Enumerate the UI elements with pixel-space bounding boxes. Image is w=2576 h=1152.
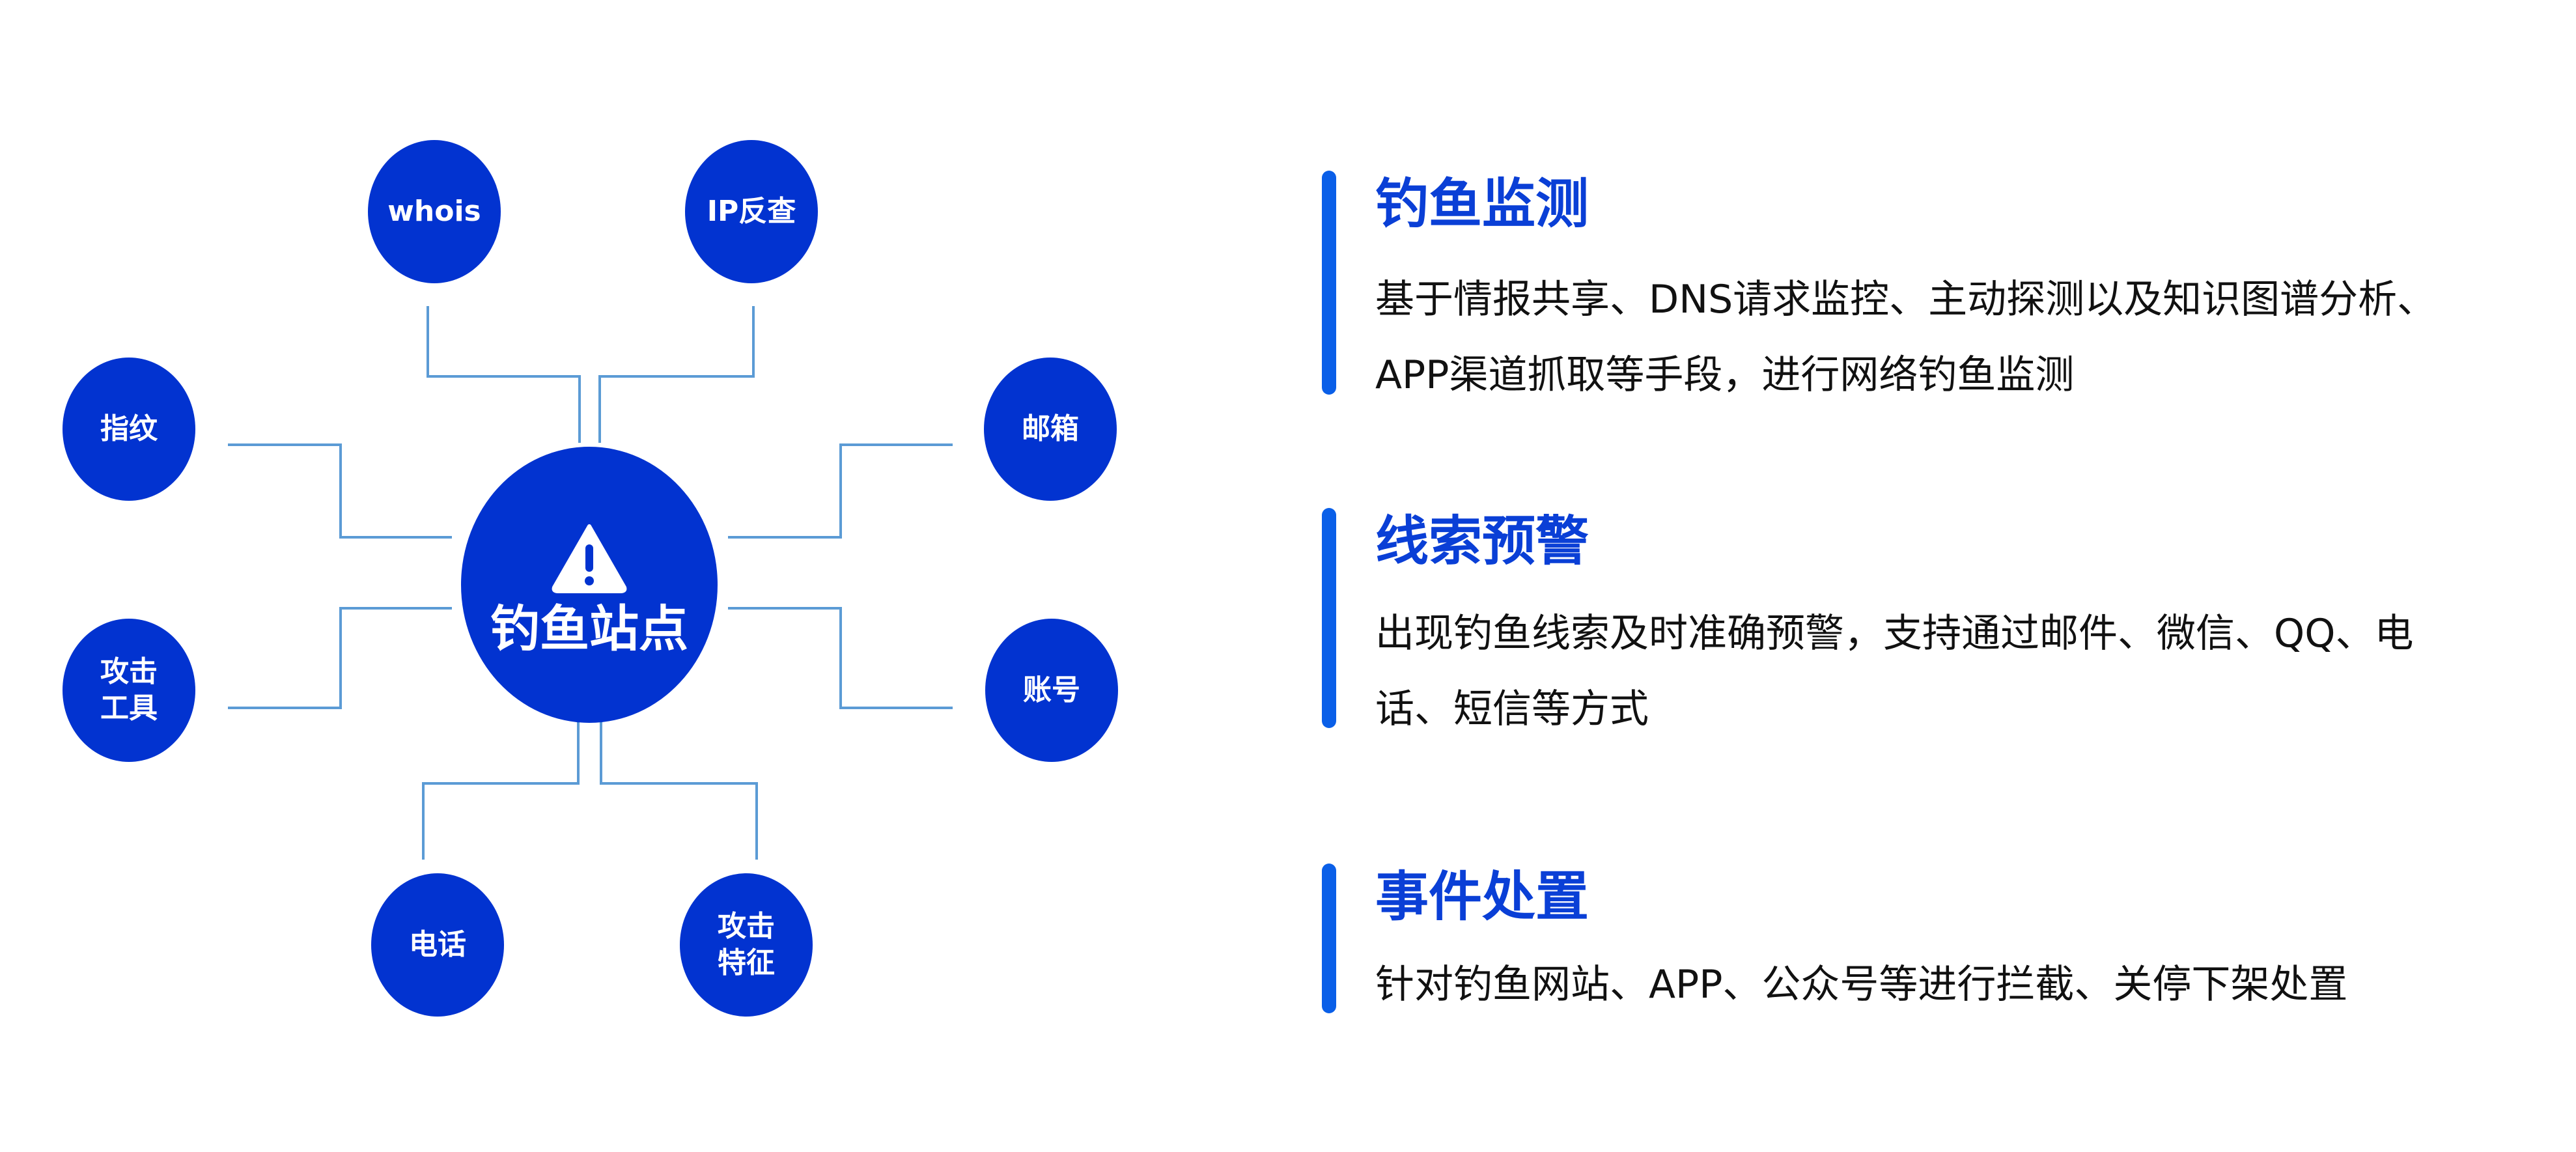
node-account: 账号 <box>985 619 1118 762</box>
connector-lines <box>228 306 953 860</box>
node-label: 账号 <box>1023 673 1080 707</box>
connector-ip <box>598 306 755 443</box>
accent-bar <box>1322 864 1336 1013</box>
body-line: 针对钓鱼网站、APP、公众号等进行拦截、关停下架处置 <box>1375 962 2348 1007</box>
node-label: 邮箱 <box>1022 412 1079 445</box>
body-line: APP渠道抓取等手段，进行网络钓鱼监测 <box>1375 352 2075 398</box>
section-title: 线索预警 <box>1375 511 1589 572</box>
node-attack-tool: 攻击工具 <box>63 619 195 762</box>
node-phone: 电话 <box>371 873 504 1017</box>
accent-bar <box>1322 171 1336 395</box>
accent-bar <box>1322 508 1336 728</box>
node-label: 电话 <box>409 928 466 961</box>
section-title: 事件处置 <box>1375 866 1589 928</box>
node-label-line: 攻击 <box>718 910 775 943</box>
connector-mailbox <box>728 443 953 539</box>
warning-triangle-icon <box>552 524 627 593</box>
node-mailbox: 邮箱 <box>984 358 1117 501</box>
connector-account <box>728 607 953 709</box>
body-line: 话、短信等方式 <box>1375 686 1649 732</box>
section-body: 出现钓鱼线索及时准确预警，支持通过邮件、微信、QQ、电 话、短信等方式 <box>1375 596 2413 747</box>
section-body: 基于情报共享、DNS请求监控、主动探测以及知识图谱分析、 APP渠道抓取等手段，… <box>1375 262 2436 413</box>
node-label-line: 工具 <box>100 692 158 725</box>
node-whois: whois <box>368 140 501 283</box>
node-label-line: 特征 <box>718 946 775 979</box>
connector-whois <box>427 306 581 443</box>
node-label-line: 攻击 <box>100 655 158 688</box>
body-line: 出现钓鱼线索及时准确预警，支持通过邮件、微信、QQ、电 <box>1375 611 2414 656</box>
connector-attack-feature <box>600 709 758 860</box>
connector-phone <box>422 709 580 860</box>
node-ip-lookup: IP反查 <box>685 140 818 283</box>
section-body: 针对钓鱼网站、APP、公众号等进行拦截、关停下架处置 <box>1375 947 2347 1022</box>
center-node-label: 钓鱼站点 <box>490 600 688 658</box>
node-label: whois <box>387 195 481 228</box>
connector-fingerprint <box>228 443 452 539</box>
node-attack-feature: 攻击特征 <box>680 873 813 1017</box>
section-title: 钓鱼监测 <box>1375 173 1589 235</box>
node-label: 指纹 <box>100 412 158 445</box>
node-label: IP反查 <box>707 195 796 228</box>
center-node-phishing-site: 钓鱼站点 <box>461 447 718 723</box>
body-line: 基于情报共享、DNS请求监控、主动探测以及知识图谱分析、 <box>1375 277 2437 322</box>
node-fingerprint: 指纹 <box>63 358 195 501</box>
connector-attack-tool <box>228 607 452 709</box>
